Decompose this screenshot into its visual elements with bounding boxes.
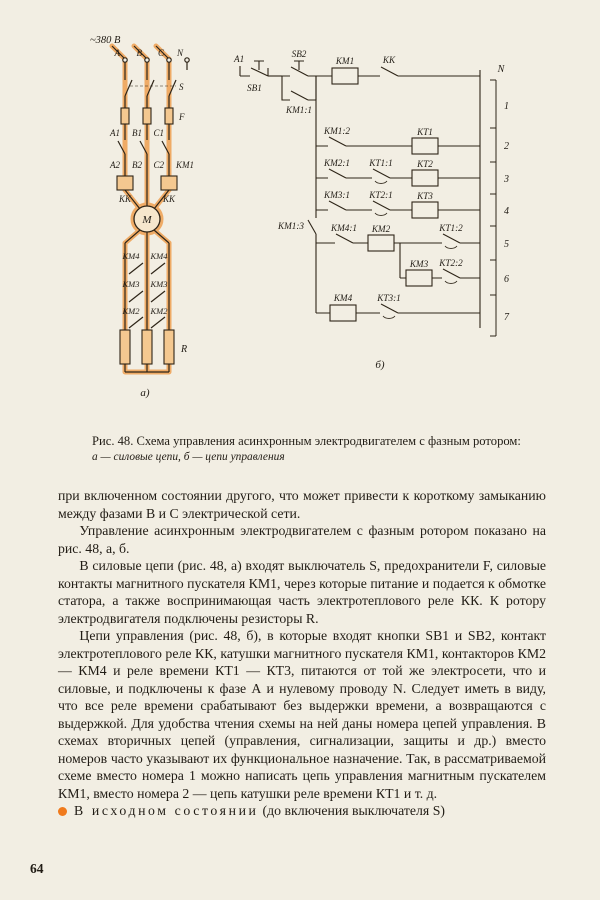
power-circuit-lines bbox=[111, 45, 190, 373]
control-circuit-lines bbox=[239, 60, 497, 337]
rung-number: 7 bbox=[504, 312, 510, 323]
fuse-symbol bbox=[142, 107, 152, 125]
terminal-c1-label: С1 bbox=[153, 128, 164, 138]
fuse-symbol bbox=[164, 107, 174, 125]
kt1-1-label: КТ1:1 bbox=[368, 158, 392, 168]
figure-48-svg: ~380 В А В С N S F А1 В1 С1 А2 В2 С2 КМ1… bbox=[90, 35, 510, 399]
motor-symbol bbox=[133, 205, 161, 233]
sb1-label: SB1 bbox=[247, 83, 262, 93]
phase-c-label: С bbox=[158, 48, 165, 58]
body-text: при включенном состоянии другого, что мо… bbox=[58, 487, 546, 820]
motor-label: М bbox=[141, 214, 152, 226]
power-circuit-labels: ~380 В А В С N S F А1 В1 С1 А2 В2 С2 КМ1… bbox=[90, 35, 194, 399]
km4-coil-symbol bbox=[329, 304, 357, 322]
switch-label: S bbox=[179, 82, 184, 92]
kt2-2-label: КТ2:2 bbox=[438, 258, 463, 268]
paragraph: Цепи управления (рис. 48, б), в которые … bbox=[58, 628, 546, 801]
resistor-label: R bbox=[180, 344, 187, 355]
phase-b-label: В bbox=[137, 48, 143, 58]
kt1-2-label: КТ1:2 bbox=[438, 223, 463, 233]
km1-coil-label: КМ1 bbox=[335, 56, 354, 66]
phase-a-label: А bbox=[114, 48, 121, 58]
neutral-bus-label: N bbox=[497, 64, 506, 75]
terminal-b1-label: В1 bbox=[132, 128, 142, 138]
kk-left-label: КК bbox=[118, 194, 132, 204]
kt3-coil-label: КТ3 bbox=[416, 191, 433, 201]
km4-1-label: КМ4:1 bbox=[330, 223, 357, 233]
km3-1-label: КМ3:1 bbox=[323, 190, 350, 200]
rung-number: 2 bbox=[504, 141, 509, 152]
kt2-coil-label: КТ2 bbox=[416, 159, 433, 169]
caption-title: Рис. 48. Схема управления асинхронным эл… bbox=[92, 434, 521, 448]
caption-subtitle: а — силовые цепи, б — цепи управления bbox=[92, 451, 285, 464]
km1-2-label: КМ1:2 bbox=[323, 126, 350, 136]
terminal-b2-label: В2 bbox=[132, 160, 142, 170]
km1-3-label: КМ1:3 bbox=[277, 221, 304, 231]
km4-contact-label: КМ4 bbox=[122, 251, 141, 261]
km2-contact-label: КМ2 bbox=[122, 306, 141, 316]
fuse-label: F bbox=[178, 112, 185, 122]
kt3-coil-symbol bbox=[411, 201, 439, 219]
thermal-relay-symbol bbox=[116, 175, 134, 191]
orange-bullet-icon bbox=[58, 807, 67, 817]
paragraph: Управление асинхронным электродвигателем… bbox=[58, 523, 546, 556]
thermal-relay-symbol bbox=[160, 175, 178, 191]
terminal-a1-label: А1 bbox=[109, 128, 120, 138]
km2-contact-label: КМ2 bbox=[150, 306, 169, 316]
km2-coil-label: КМ2 bbox=[371, 224, 391, 234]
control-coil-boxes bbox=[329, 67, 439, 322]
supply-voltage-label: ~380 В bbox=[90, 35, 121, 46]
paragraph: В силовые цепи (рис. 48, а) входят выклю… bbox=[58, 558, 546, 626]
terminal-c2-label: С2 bbox=[153, 160, 164, 170]
sub-figure-a-label: а) bbox=[140, 387, 150, 399]
sb2-label: SB2 bbox=[292, 49, 307, 59]
rung-number: 4 bbox=[504, 206, 509, 217]
rung-number: 5 bbox=[504, 239, 509, 250]
kk-right-label: КК bbox=[162, 194, 176, 204]
page-number: 64 bbox=[30, 861, 44, 876]
km4-coil-label: КМ4 bbox=[333, 293, 353, 303]
sub-figure-b-label: б) bbox=[375, 359, 385, 371]
km3-contact-label: КМ3 bbox=[150, 279, 168, 289]
control-circuit-labels: А1 SB1 SB2 КМ1 КК N КМ1:1 КМ1:2 КТ1 КМ2:… bbox=[233, 49, 510, 371]
km1-coil-symbol bbox=[331, 67, 359, 85]
km4-contact-label: КМ4 bbox=[150, 251, 169, 261]
terminal-a2-label: А2 bbox=[109, 160, 120, 170]
rung-number: 6 bbox=[504, 274, 509, 285]
power-circuit-diagram: ~380 В А В С N S F А1 В1 С1 А2 В2 С2 КМ1… bbox=[90, 35, 194, 399]
kt2-coil-symbol bbox=[411, 169, 439, 187]
km2-coil-symbol bbox=[367, 234, 395, 252]
bullet-paragraph: В исходном состоянии(до включения выключ… bbox=[58, 802, 546, 820]
neutral-label: N bbox=[176, 48, 184, 58]
kt3-1-label: КТ3:1 bbox=[376, 293, 400, 303]
power-circuit-boxes bbox=[116, 107, 178, 365]
resistor-symbol bbox=[119, 329, 131, 365]
km3-coil-symbol bbox=[405, 269, 433, 287]
control-circuit-diagram: А1 SB1 SB2 КМ1 КК N КМ1:1 КМ1:2 КТ1 КМ2:… bbox=[233, 49, 510, 371]
rung-number: 1 bbox=[504, 101, 509, 112]
a1-feed-label: А1 bbox=[233, 54, 244, 64]
fuse-symbol bbox=[120, 107, 130, 125]
resistor-symbol bbox=[141, 329, 153, 365]
kt1-coil-label: КТ1 bbox=[416, 127, 433, 137]
km1-contacts-label: КМ1 bbox=[175, 160, 194, 170]
paragraph-text: (до включения выключателя S) bbox=[262, 803, 445, 818]
kk-contact-label: КК bbox=[382, 55, 396, 65]
rung-number: 3 bbox=[503, 174, 509, 185]
km1-1-label: КМ1:1 bbox=[285, 105, 312, 115]
paragraph-continuation: при включенном состоянии другого, что мо… bbox=[58, 488, 546, 521]
km3-contact-label: КМ3 bbox=[122, 279, 140, 289]
kt1-coil-symbol bbox=[411, 137, 439, 155]
figure-48: ~380 В А В С N S F А1 В1 С1 А2 В2 С2 КМ1… bbox=[50, 28, 590, 430]
kt2-1-label: КТ2:1 bbox=[368, 190, 392, 200]
resistor-symbol bbox=[163, 329, 175, 365]
km3-coil-label: КМ3 bbox=[409, 259, 429, 269]
figure-caption: Рис. 48. Схема управления асинхронным эл… bbox=[92, 433, 544, 463]
km2-1-label: КМ2:1 bbox=[323, 158, 350, 168]
emphasized-text: В исходном состоянии bbox=[74, 803, 259, 818]
